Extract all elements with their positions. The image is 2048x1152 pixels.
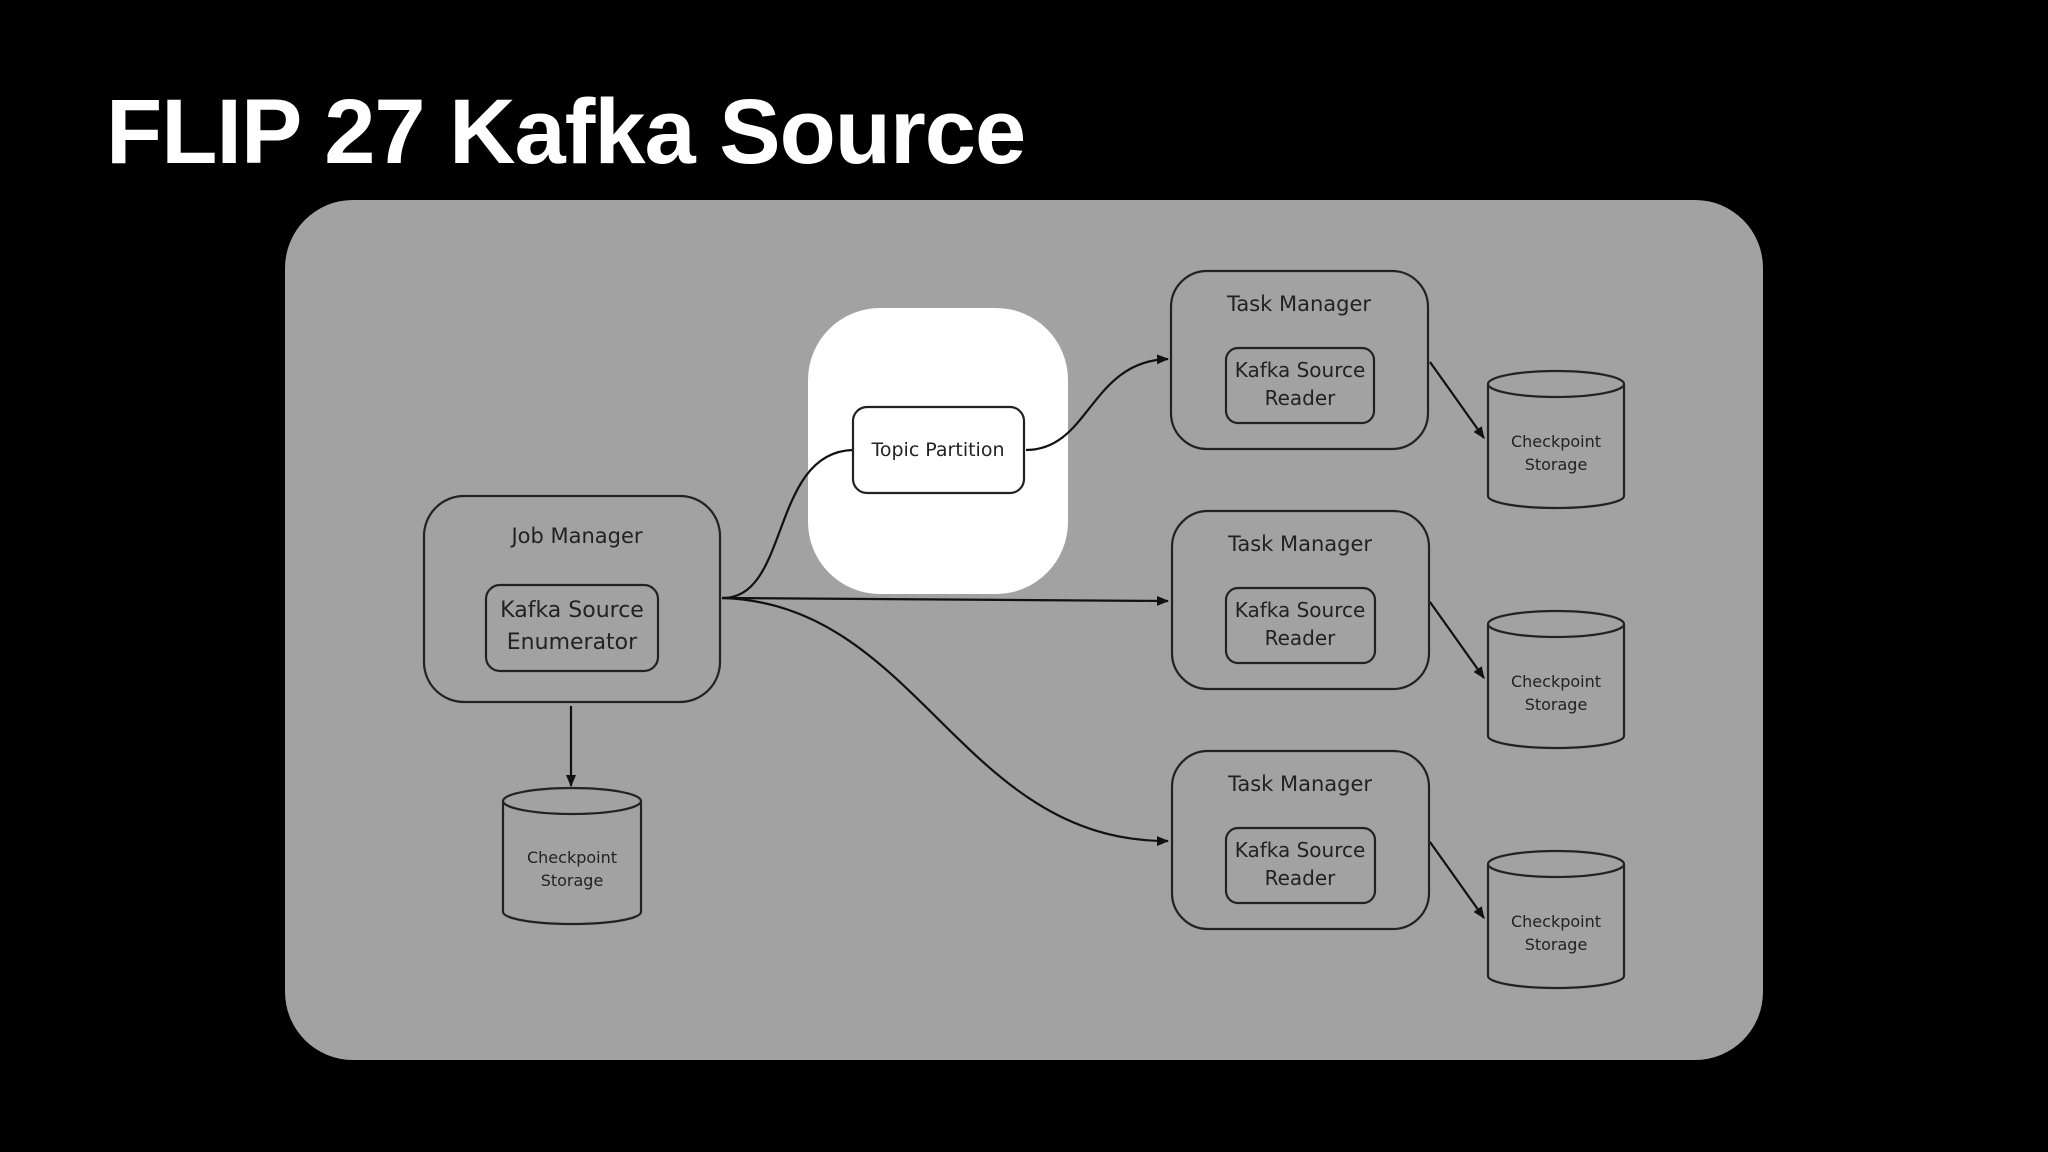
task-manager-2-checkpoint-storage: Checkpoint Storage [1486,609,1626,750]
link-task-manager-2-to-checkpoint [1429,601,1485,679]
reader-3-line-2: Reader [1265,866,1337,890]
link-task-manager-1-to-checkpoint [1429,361,1485,439]
task-checkpoint-2-line-2: Storage [1525,695,1588,714]
job-manager-node: Job Manager Kafka Source Enumerator [422,494,722,704]
enumerator-line-1: Kafka Source [500,598,644,623]
link-enumerator-to-topic [721,448,854,600]
reader-1-line-1: Kafka Source [1235,358,1366,382]
reader-3-line-1: Kafka Source [1235,838,1366,862]
task-manager-1-checkpoint-storage: Checkpoint Storage [1486,369,1626,510]
task-checkpoint-3-line-2: Storage [1525,935,1588,954]
task-manager-2: Task Manager Kafka Source Reader [1170,509,1431,691]
task-manager-1: Task Manager Kafka Source Reader [1169,269,1430,451]
reader-2-line-1: Kafka Source [1235,598,1366,622]
task-checkpoint-1-line-1: Checkpoint [1511,432,1601,451]
link-enumerator-to-task-manager-2 [721,595,1169,606]
task-checkpoint-1-line-2: Storage [1525,455,1588,474]
task-manager-1-title: Task Manager [1226,292,1371,316]
topic-partition-node: Topic Partition [851,405,1026,495]
task-checkpoint-2-line-1: Checkpoint [1511,672,1601,691]
job-manager-title: Job Manager [509,524,642,548]
link-task-manager-3-to-checkpoint [1429,841,1485,919]
job-checkpoint-line-1: Checkpoint [527,848,617,867]
task-checkpoint-3-line-1: Checkpoint [1511,912,1601,931]
link-enumerator-to-task-manager-3 [721,596,1169,847]
slide-title: FLIP 27 Kafka Source [106,81,1026,183]
reader-2-line-2: Reader [1265,626,1337,650]
reader-1-line-2: Reader [1265,386,1337,410]
task-manager-3: Task Manager Kafka Source Reader [1170,749,1431,931]
job-checkpoint-line-2: Storage [541,871,604,890]
link-topic-to-task-manager-1 [1025,354,1169,452]
task-manager-3-checkpoint-storage: Checkpoint Storage [1486,849,1626,990]
task-manager-3-title: Task Manager [1227,772,1372,796]
enumerator-line-2: Enumerator [507,630,638,655]
topic-partition-label: Topic Partition [870,439,1004,461]
job-checkpoint-storage: Checkpoint Storage [501,786,643,926]
task-manager-2-title: Task Manager [1227,532,1372,556]
